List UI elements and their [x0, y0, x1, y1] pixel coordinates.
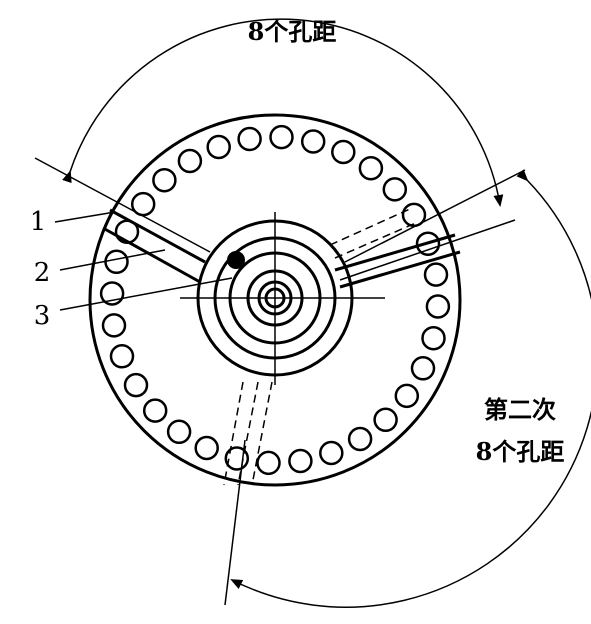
- hole-23: [109, 344, 135, 369]
- right-dimension-arc: [230, 169, 591, 608]
- hole-29: [152, 167, 177, 193]
- left-sector-arm: [34, 157, 211, 284]
- hole-25: [99, 281, 125, 306]
- hole-11: [410, 356, 436, 381]
- hole-8: [423, 262, 449, 287]
- hole-12: [394, 383, 420, 409]
- label-part-2: 2: [34, 258, 51, 288]
- hole-2: [300, 129, 326, 154]
- hole-9: [425, 294, 451, 319]
- leader-lines: [54, 211, 233, 311]
- label-right-arc-line1: 第二次: [484, 395, 556, 424]
- label-top-arc: 8个孔距: [248, 17, 337, 46]
- hole-19: [194, 435, 219, 461]
- hole-24: [101, 313, 127, 338]
- hole-1: [269, 124, 294, 150]
- hole-13: [373, 407, 398, 433]
- hole-20: [166, 419, 192, 445]
- index-pin-dot: [227, 251, 245, 269]
- label-part-3: 3: [34, 301, 51, 331]
- hole-16: [288, 448, 313, 474]
- label-right-arc-line2: 8个孔距: [476, 437, 565, 466]
- hole-21: [142, 398, 168, 423]
- hole-15: [319, 440, 344, 466]
- hole-22: [123, 372, 149, 398]
- hole-10: [421, 325, 446, 351]
- hole-5: [382, 177, 408, 202]
- hole-4: [358, 155, 384, 181]
- hole-17: [256, 450, 281, 476]
- hole-30: [177, 148, 203, 174]
- hole-3: [331, 139, 356, 165]
- label-part-1: 1: [30, 207, 47, 237]
- hole-14: [347, 426, 373, 452]
- hole-31: [206, 134, 231, 160]
- hole-26: [104, 249, 129, 275]
- dashed-arm-bottom: [223, 381, 273, 486]
- top-dimension-arc: [62, 18, 504, 207]
- hole-32: [237, 126, 262, 152]
